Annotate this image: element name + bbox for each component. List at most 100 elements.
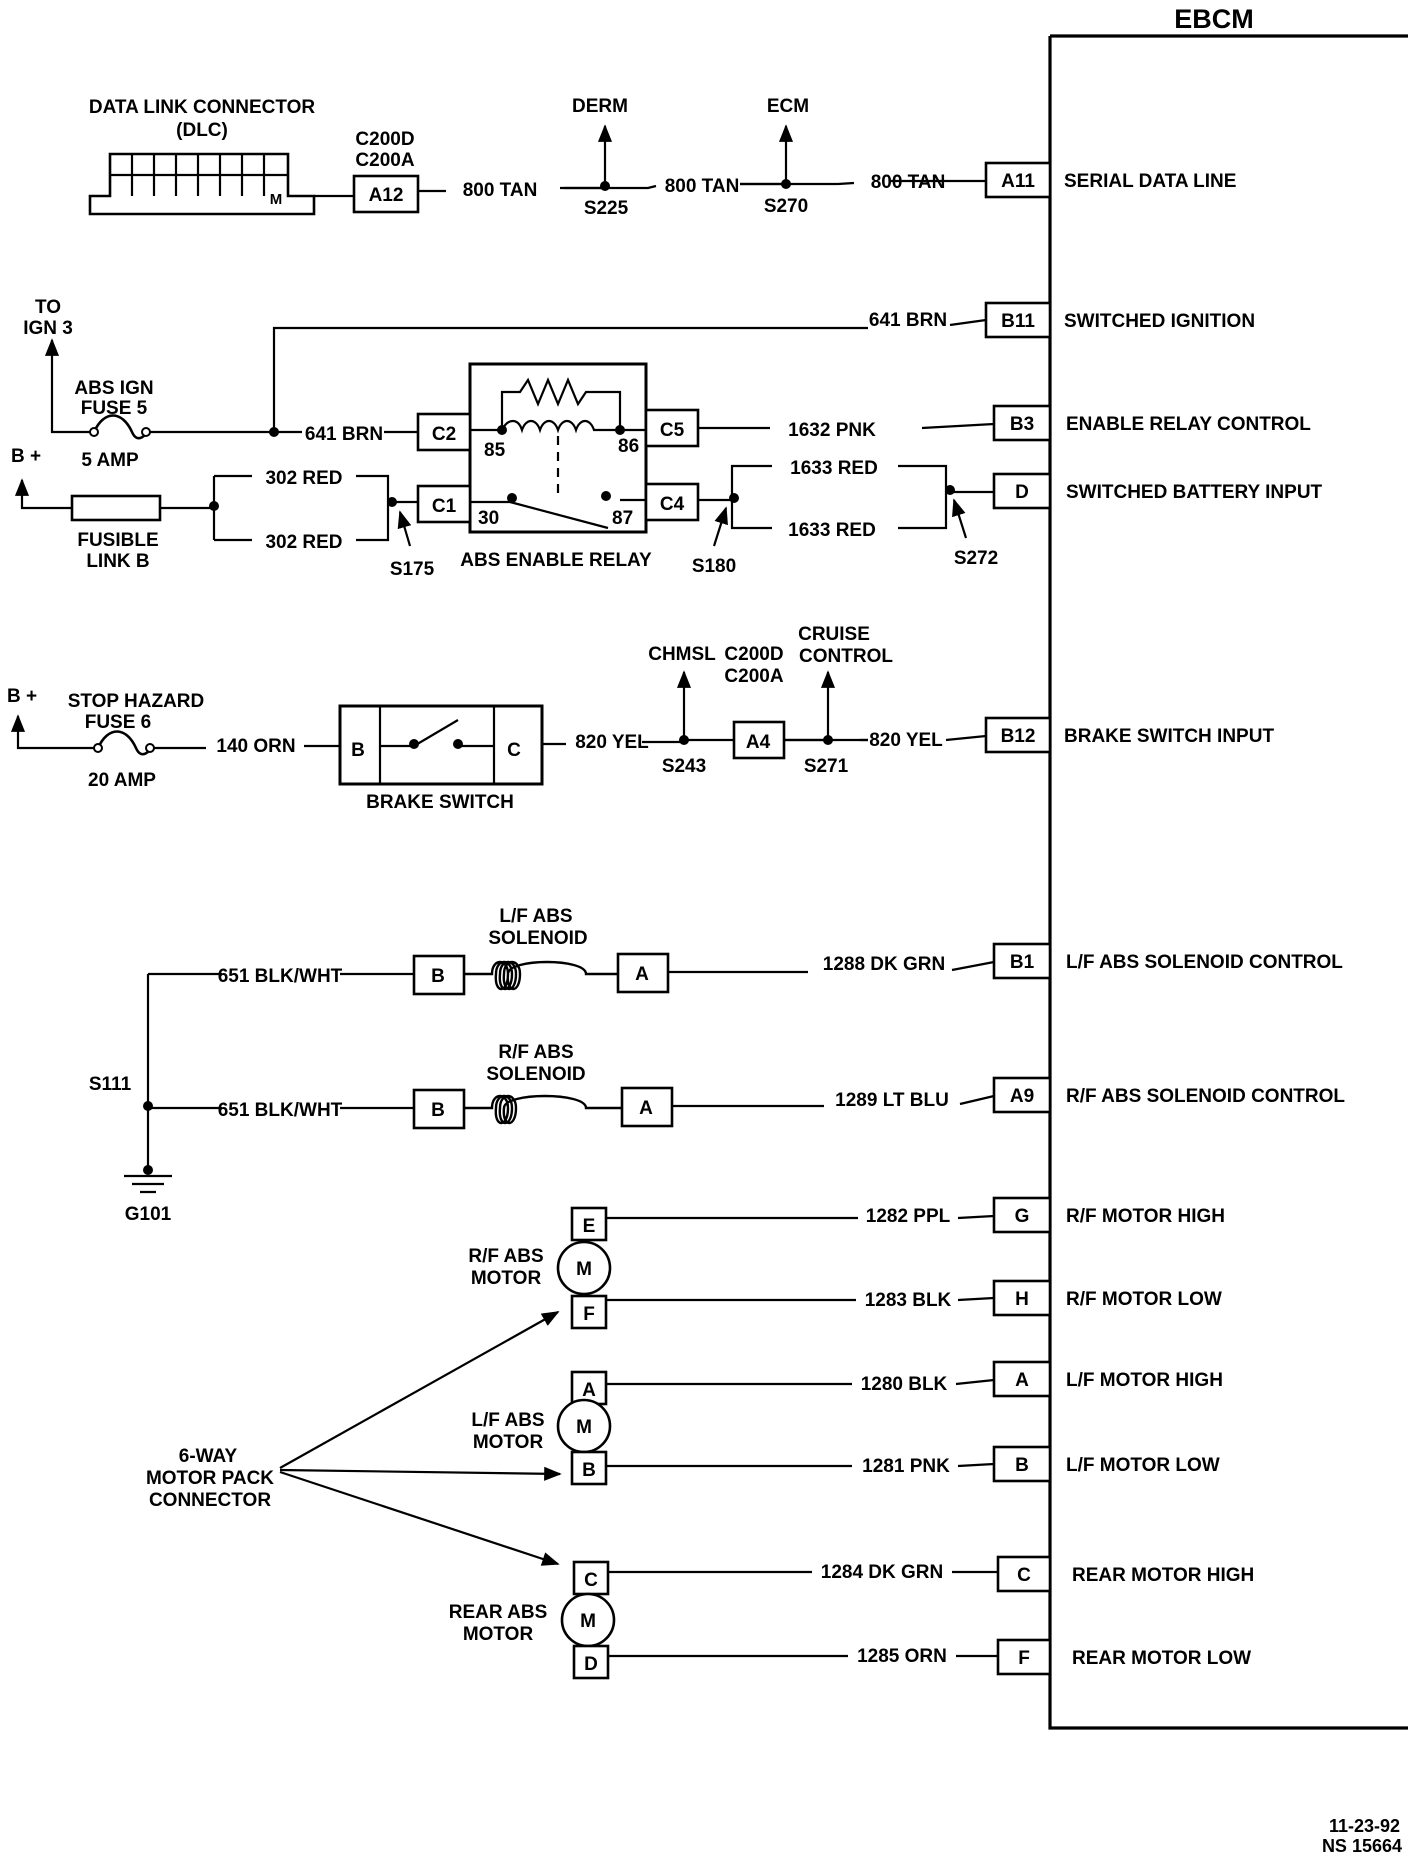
- terminal-label: 87: [612, 508, 633, 529]
- connector-pin: A12: [369, 185, 404, 206]
- relay-c1-connector: [416, 484, 472, 524]
- fusible-label: FUSIBLE: [77, 530, 158, 551]
- pin-label: D: [1015, 482, 1029, 503]
- splice-label: S180: [692, 556, 736, 577]
- connector-pin: E: [583, 1216, 596, 1237]
- ebcm-pin-g: G R/F MOTOR HIGH: [992, 1196, 1225, 1234]
- wire-label: 800 TAN: [463, 180, 538, 201]
- ebcm-pin-d: D SWITCHED BATTERY INPUT: [992, 472, 1323, 510]
- pin-function-label: SERIAL DATA LINE: [1064, 171, 1236, 192]
- ebcm-title: EBCM: [1174, 4, 1254, 34]
- connector-pin: B: [582, 1460, 596, 1481]
- splice-s180: [729, 493, 739, 503]
- ebcm-pin-h: H R/F MOTOR LOW: [992, 1279, 1222, 1317]
- pin-function-label: SWITCHED IGNITION: [1064, 311, 1255, 332]
- wire-label: 1281 PNK: [862, 1456, 950, 1477]
- wire-label: 820 YEL: [575, 732, 649, 753]
- wire-label: 1284 DK GRN: [821, 1562, 944, 1583]
- pin-function-label: R/F MOTOR LOW: [1066, 1289, 1222, 1310]
- fuse-label: STOP HAZARD: [68, 691, 205, 712]
- terminal-label: 86: [618, 436, 639, 457]
- pin-label: B12: [1001, 726, 1036, 747]
- ebcm-pin-b: B L/F MOTOR LOW: [992, 1445, 1220, 1483]
- c200-connector-a4: C200D C200A A4: [724, 644, 786, 760]
- rf-abs-motor: R/F ABS MOTOR E M F: [468, 1206, 612, 1330]
- cruise-label: CONTROL: [799, 646, 893, 667]
- pin-label: H: [1015, 1289, 1029, 1310]
- pin-function-label: ENABLE RELAY CONTROL: [1066, 414, 1311, 435]
- connector-pin: A: [635, 964, 649, 985]
- connector-pin: F: [583, 1304, 595, 1325]
- terminal-label: 85: [484, 440, 506, 461]
- wire-label: 1282 PPL: [866, 1206, 951, 1227]
- rear-abs-motor: REAR ABS MOTOR C M D: [449, 1560, 616, 1680]
- connector-pin: C4: [660, 494, 685, 515]
- pin-function-label: R/F MOTOR HIGH: [1066, 1206, 1225, 1227]
- wire-label: 1632 PNK: [788, 420, 876, 441]
- pin-label: F: [1018, 1648, 1030, 1669]
- pack-label: CONNECTOR: [149, 1490, 271, 1511]
- connector-label: C200A: [355, 150, 414, 171]
- splice-label: S272: [954, 548, 998, 569]
- connector-pin: C1: [432, 496, 457, 517]
- solenoid-label: SOLENOID: [488, 928, 587, 949]
- pin-function-label: L/F MOTOR HIGH: [1066, 1370, 1223, 1391]
- fuse-rating: 20 AMP: [88, 770, 156, 791]
- pin-function-label: REAR MOTOR HIGH: [1072, 1565, 1254, 1586]
- ebcm-pin-b12: B12 BRAKE SWITCH INPUT: [984, 716, 1274, 754]
- ground-label: G101: [125, 1204, 172, 1225]
- pin-label: A11: [1001, 171, 1035, 192]
- dlc-abbrev: (DLC): [176, 120, 228, 141]
- motor-pack-connector-label: 6-WAY MOTOR PACK CONNECTOR: [146, 1311, 562, 1566]
- pin-function-label: REAR MOTOR LOW: [1072, 1648, 1251, 1669]
- connector-pin: B: [351, 740, 365, 761]
- fusible-link-b: [70, 494, 162, 522]
- ebcm-pin-a9: A9 R/F ABS SOLENOID CONTROL: [992, 1076, 1345, 1114]
- cruise-label: CRUISE: [798, 624, 870, 645]
- splice-label: S243: [662, 756, 706, 777]
- bplus-label: B +: [7, 686, 37, 707]
- connector-label: C200A: [724, 666, 783, 687]
- rf-abs-solenoid: R/F ABS SOLENOID B A: [412, 1042, 674, 1130]
- wire-label: 800 TAN: [871, 172, 946, 193]
- diagram-code: NS 15664: [1322, 1836, 1402, 1856]
- ebcm-pin-a11: A11 SERIAL DATA LINE: [984, 161, 1236, 199]
- relay-c4-connector: [644, 482, 700, 522]
- motor-symbol: M: [580, 1611, 596, 1632]
- ebcm-pin-c: C REAR MOTOR HIGH: [996, 1555, 1254, 1593]
- motor-symbol: M: [576, 1417, 592, 1438]
- ebcm-pin-f: F REAR MOTOR LOW: [996, 1638, 1251, 1676]
- fuse-label: ABS IGN: [74, 378, 153, 399]
- c200-connector-a12: C200D C200A A12: [352, 129, 420, 214]
- wire-label: 800 TAN: [665, 176, 740, 197]
- brake-switch-name: BRAKE SWITCH: [366, 792, 514, 813]
- relay-c2-connector: [416, 412, 472, 452]
- ecm-label: ECM: [767, 96, 809, 117]
- ign3-label: IGN 3: [23, 318, 73, 339]
- wire-label: 1289 LT BLU: [835, 1090, 949, 1111]
- motor-label: MOTOR: [463, 1624, 534, 1645]
- fuse-label: FUSE 6: [85, 712, 152, 733]
- fusible-label: LINK B: [86, 551, 149, 572]
- solenoid-label: R/F ABS: [498, 1042, 573, 1063]
- motor-symbol: M: [576, 1259, 592, 1280]
- relay-c5-connector: [644, 408, 700, 448]
- connector-pin: B: [431, 966, 445, 987]
- connector-pin: D: [584, 1654, 598, 1675]
- pack-label: MOTOR PACK: [146, 1468, 274, 1489]
- wire-label: 302 RED: [265, 468, 342, 489]
- splice-label: S271: [804, 756, 849, 777]
- pin-label: A9: [1010, 1086, 1034, 1107]
- pin-label: B11: [1001, 311, 1035, 332]
- ebcm-pin-b3: B3 ENABLE RELAY CONTROL: [992, 404, 1311, 442]
- pin-label: B: [1015, 1455, 1029, 1476]
- splice-label: S175: [390, 559, 435, 580]
- wire-label: 651 BLK/WHT: [218, 1100, 343, 1121]
- wire-label: 651 BLK/WHT: [218, 966, 343, 987]
- bplus-label: B +: [11, 446, 41, 467]
- ebcm-pin-b11: B11 SWITCHED IGNITION: [984, 301, 1255, 339]
- chmsl-label: CHMSL: [648, 644, 716, 665]
- pin-function-label: R/F ABS SOLENOID CONTROL: [1066, 1086, 1345, 1107]
- wire-label: 1285 ORN: [857, 1646, 947, 1667]
